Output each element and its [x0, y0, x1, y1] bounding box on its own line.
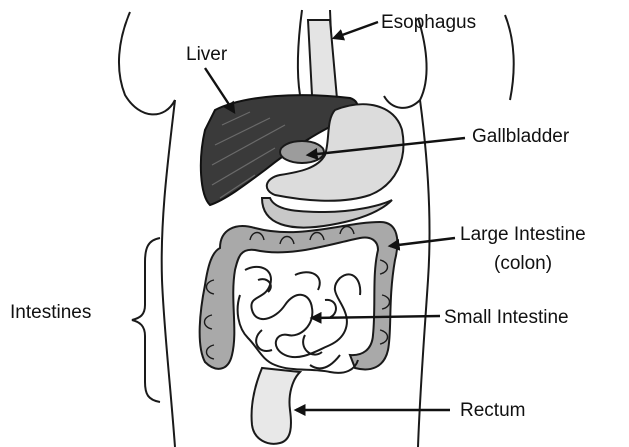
liver-label: Liver [186, 44, 228, 65]
left-side-line [162, 100, 175, 447]
large-intestine-arrow [390, 238, 455, 246]
esophagus-arrow [334, 22, 378, 38]
left-shoulder-line [119, 12, 175, 114]
right-side-line [418, 100, 430, 447]
colon-label: (colon) [494, 253, 552, 274]
liver-arrow [205, 68, 234, 112]
gallbladder-shape [280, 141, 324, 163]
right-arm-line [505, 15, 514, 100]
rectum-label: Rectum [460, 400, 525, 421]
large-intestine-label: Large Intestine [460, 224, 586, 245]
esophagus-label: Esophagus [381, 12, 476, 33]
gallbladder-label: Gallbladder [472, 126, 570, 147]
small-intestine-shape [238, 267, 361, 373]
intestines-brace [132, 238, 160, 402]
small-intestine-label: Small Intestine [444, 307, 569, 328]
rectum-shape [252, 368, 300, 444]
neck-left-line [298, 10, 302, 95]
intestines-label: Intestines [10, 302, 91, 323]
